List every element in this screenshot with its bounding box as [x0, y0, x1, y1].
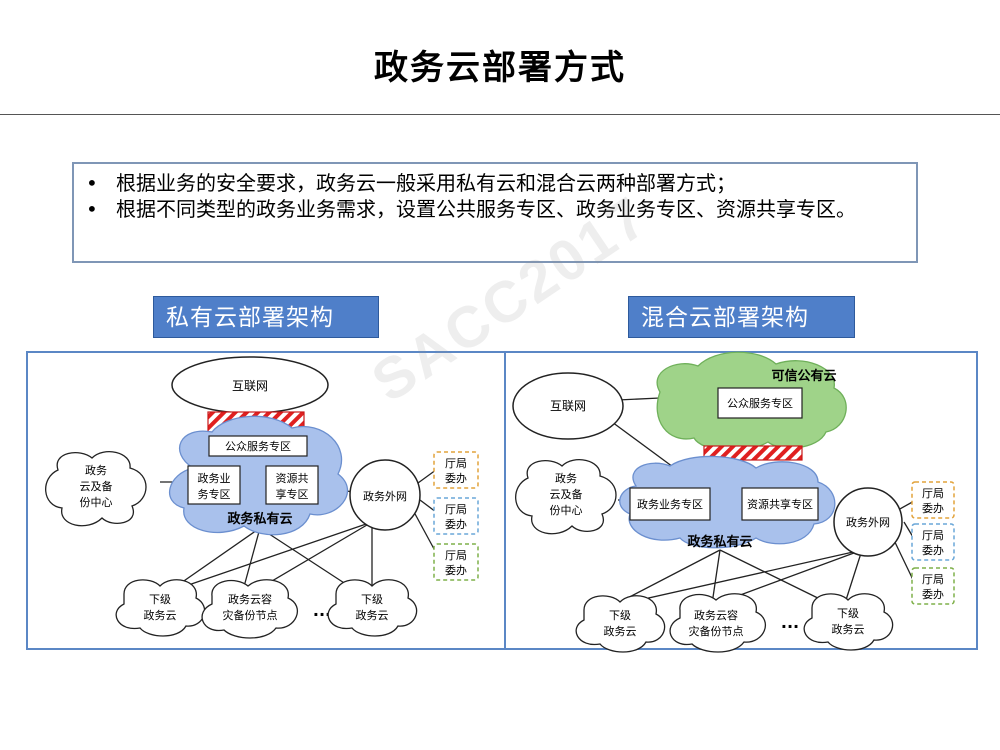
sub-cloud-2 [803, 593, 894, 651]
dept-box [433, 497, 479, 535]
sub-cloud-label: 政务云 [604, 624, 637, 638]
public-service-zone-label: 公众服务专区 [225, 439, 291, 453]
sub-cloud-1 [115, 579, 206, 637]
resource-share-zone-label: 资源共享专区 [747, 497, 813, 511]
resource-share-zone [741, 487, 819, 521]
backup-center-label: 云及备 [550, 487, 583, 501]
extranet-node [833, 487, 903, 557]
disaster-backup-node [669, 593, 766, 653]
ellipsis: ··· [781, 617, 799, 636]
hybrid-cloud-label: 混合云部署架构 [628, 296, 855, 338]
dept-label: 委办 [922, 502, 944, 515]
backup-center-label: 份中心 [80, 496, 113, 509]
backup-center-label: 份中心 [550, 504, 583, 517]
dept-label: 委办 [445, 564, 467, 577]
resource-share-zone [265, 465, 319, 505]
gov-business-zone [629, 487, 711, 521]
gov-business-zone-label: 政务业务专区 [637, 497, 703, 511]
title-divider [0, 114, 1000, 115]
internet-label: 互联网 [232, 379, 268, 393]
resource-share-zone-label: 资源共 [276, 471, 309, 485]
dept-box [911, 481, 955, 519]
gov-business-zone [187, 465, 241, 505]
dept-label: 厅局 [922, 529, 944, 542]
dept-box [911, 567, 955, 605]
gov-business-zone-label: 政务业 [198, 471, 231, 485]
sub-cloud-label: 下级 [361, 593, 383, 606]
private-cloud-name: 政务私有云 [227, 511, 292, 527]
sub-cloud-label: 下级 [837, 607, 859, 620]
disaster-node-label: 灾备份节点 [689, 624, 744, 638]
private-cloud-shape [619, 455, 836, 549]
dept-label: 厅局 [922, 573, 944, 586]
internet-node [512, 372, 624, 440]
hybrid-diagram: 互联网 可信公有云 公众服务专区 政务业务专区 资源共享专区 政务私有云 政务 … [512, 351, 955, 653]
extranet-node [349, 459, 421, 531]
backup-center-label: 政务 [555, 471, 577, 485]
sub-cloud-label: 政务云 [144, 608, 177, 622]
dept-box [433, 543, 479, 581]
firewall-icon [703, 445, 803, 461]
public-service-zone-label: 公众服务专区 [727, 396, 793, 410]
private-cloud-label: 私有云部署架构 [153, 296, 379, 338]
internet-label: 互联网 [550, 399, 586, 413]
diagram-divider [504, 351, 506, 650]
dept-label: 委办 [445, 518, 467, 531]
sub-cloud-label: 下级 [149, 593, 171, 606]
disaster-node-label: 灾备份节点 [223, 608, 278, 622]
backup-center-label: 云及备 [80, 479, 113, 493]
dept-label: 厅局 [922, 487, 944, 500]
extranet-label: 政务外网 [363, 489, 407, 503]
public-service-zone [208, 435, 308, 457]
public-service-zone [717, 387, 803, 419]
backup-center-cloud [515, 459, 617, 535]
private-cloud-name: 政务私有云 [687, 534, 752, 550]
diagram-frame [26, 351, 978, 650]
bullet-item: 根据业务的安全要求，政务云一般采用私有云和混合云两种部署方式； [74, 170, 906, 196]
trusted-cloud-name: 可信公有云 [771, 368, 836, 384]
private-diagram: 互联网 公众服务专区 政务业 务专区 资源共 享专区 政务私有云 政务 云及备 … [45, 356, 479, 639]
summary-box: 根据业务的安全要求，政务云一般采用私有云和混合云两种部署方式； 根据不同类型的政… [72, 162, 918, 263]
disaster-backup-node [201, 579, 298, 639]
dept-label: 厅局 [445, 457, 467, 470]
disaster-node-label: 政务云容 [228, 592, 272, 606]
sub-cloud-label: 下级 [609, 609, 631, 622]
sub-cloud-2 [327, 579, 418, 637]
backup-center-cloud [45, 451, 147, 527]
dept-label: 委办 [922, 588, 944, 601]
backup-center-label: 政务 [85, 463, 107, 477]
dept-label: 委办 [445, 472, 467, 485]
extranet-label: 政务外网 [846, 515, 890, 529]
dept-label: 厅局 [445, 503, 467, 516]
dept-label: 厅局 [445, 549, 467, 562]
sub-cloud-label: 政务云 [356, 608, 389, 622]
disaster-node-label: 政务云容 [694, 608, 738, 622]
dept-box [433, 451, 479, 489]
page-title: 政务云部署方式 [374, 48, 626, 88]
dept-box [911, 523, 955, 561]
bullet-item: 根据不同类型的政务业务需求，设置公共服务专区、政务业务专区、资源共享专区。 [74, 196, 906, 222]
sub-cloud-label: 政务云 [832, 622, 865, 636]
gov-business-zone-label: 务专区 [198, 487, 231, 501]
resource-share-zone-label: 享专区 [276, 487, 309, 501]
sub-cloud-1 [575, 595, 666, 653]
dept-label: 委办 [922, 544, 944, 557]
ellipsis: ··· [313, 605, 331, 624]
